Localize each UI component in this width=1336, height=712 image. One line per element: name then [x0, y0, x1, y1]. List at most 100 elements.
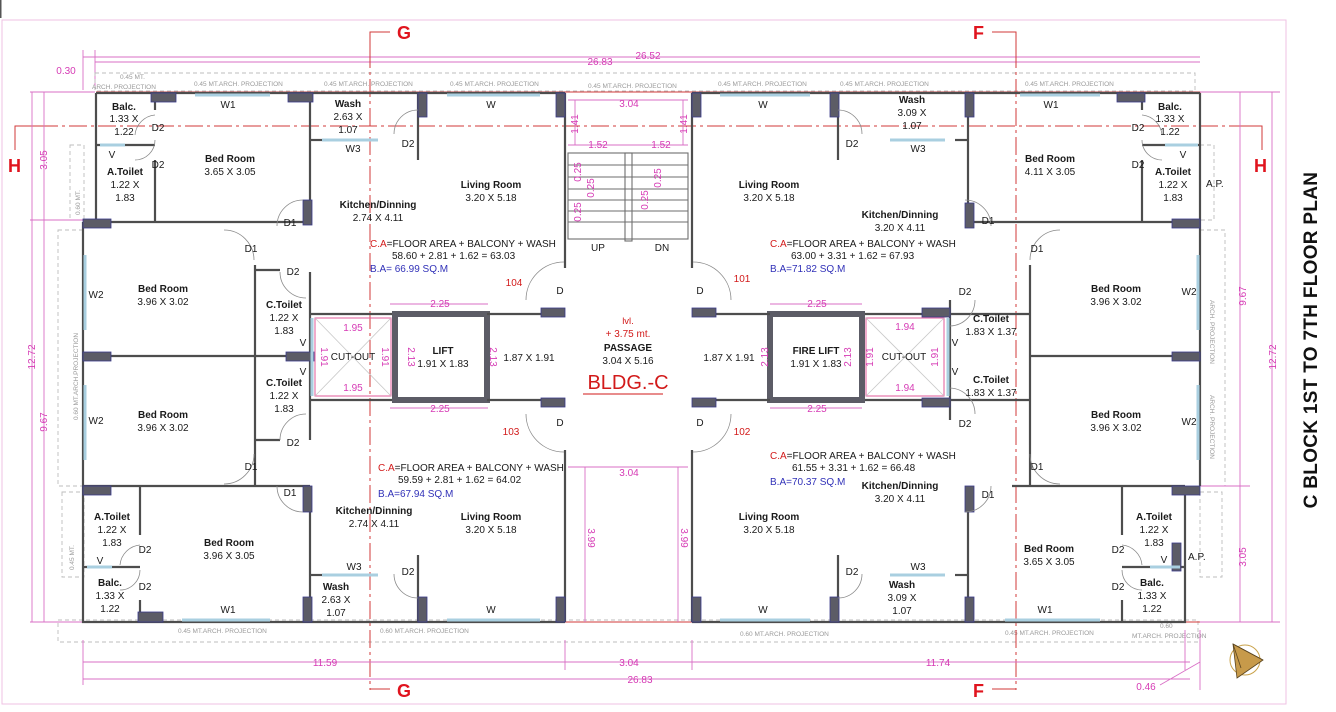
svg-text:1.83: 1.83 — [274, 404, 294, 415]
proj-label: ARCH. PROJECTION — [1208, 300, 1215, 364]
svg-text:D1: D1 — [245, 244, 258, 255]
opening-labels: W1 W W W1 W3 W3 V V D2 D2 D2 D2 D2 D2 D1… — [89, 100, 1197, 616]
svg-text:W2: W2 — [1182, 287, 1197, 298]
svg-text:W: W — [486, 605, 496, 616]
svg-text:2.63 X: 2.63 X — [322, 595, 351, 606]
cutout-left-width: 1.95 — [343, 323, 363, 334]
flat-number-104: 104 — [506, 278, 523, 289]
proj-label: 0.45 MT. — [69, 545, 76, 570]
stair-tread-dim: 0.25 — [586, 178, 597, 198]
flat-number-102: 102 — [734, 427, 751, 438]
svg-text:3.65 X 3.05: 3.65 X 3.05 — [204, 167, 256, 178]
svg-text:D1: D1 — [982, 216, 995, 227]
dim-left-mid: 9.67 — [39, 412, 50, 432]
svg-text:V: V — [1180, 150, 1187, 161]
section-marker-g-bottom: G — [397, 681, 411, 701]
svg-text:1.83: 1.83 — [102, 538, 122, 549]
svg-text:D2: D2 — [959, 287, 972, 298]
svg-text:Balc.: Balc. — [112, 102, 136, 113]
proj-label: MT.ARCH. PROJECTION — [1132, 633, 1207, 640]
proj-label: 0.45 MT.ARCH. PROJECTION — [840, 81, 929, 88]
svg-text:V: V — [109, 150, 116, 161]
svg-text:3.96 X 3.02: 3.96 X 3.02 — [137, 297, 189, 308]
svg-text:1.83: 1.83 — [274, 326, 294, 337]
svg-text:Living Room: Living Room — [739, 512, 800, 523]
svg-text:3.09 X: 3.09 X — [888, 593, 917, 604]
lift-size: 1.91 X 1.83 — [417, 359, 469, 370]
ba-value: B.A= 66.99 SQ.M — [370, 264, 448, 275]
svg-text:D2: D2 — [846, 139, 859, 150]
svg-text:Balc.: Balc. — [1140, 578, 1164, 589]
svg-text:D2: D2 — [287, 438, 300, 449]
fire-lift-width-dim: 2.25 — [807, 299, 827, 310]
svg-text:A.Toilet: A.Toilet — [107, 167, 144, 178]
lift-depth-dim: 2.13 — [405, 347, 416, 367]
walls — [81, 91, 1202, 624]
proj-label: 0.60 MT.ARCH. PROJECTION — [380, 628, 469, 635]
svg-text:Kitchen/Dinning: Kitchen/Dinning — [862, 210, 939, 221]
cutouts — [314, 303, 945, 409]
svg-text:W1: W1 — [221, 100, 236, 111]
svg-text:D2: D2 — [1112, 545, 1125, 556]
svg-text:3.96 X 3.02: 3.96 X 3.02 — [137, 423, 189, 434]
svg-text:Living Room: Living Room — [461, 180, 522, 191]
drawing-title: C BLOCK 1ST TO 7TH FLOOR PLAN — [1292, 150, 1332, 530]
svg-text:1.07: 1.07 — [902, 121, 922, 132]
sheet-border — [1, 19, 1287, 705]
arch-projections — [57, 72, 1226, 643]
court-depth-dim-right: 3.99 — [678, 528, 689, 548]
stair-landing-left-dim: 1.41 — [570, 114, 581, 134]
svg-text:D1: D1 — [1031, 244, 1044, 255]
svg-text:3.20 X 5.18: 3.20 X 5.18 — [743, 525, 795, 536]
svg-text:1.22 X: 1.22 X — [270, 313, 299, 324]
proj-label: 0.45 MT.ARCH. PROJECTION — [324, 81, 413, 88]
svg-text:D2: D2 — [139, 545, 152, 556]
lift-width-dim: 2.25 — [430, 404, 450, 415]
svg-text:1.22: 1.22 — [1142, 604, 1162, 615]
svg-text:V: V — [300, 338, 307, 349]
svg-text:3.20 X 4.11: 3.20 X 4.11 — [875, 494, 926, 505]
proj-label: 0.60 MT. — [75, 190, 82, 215]
doors — [119, 109, 1163, 599]
cutout-right-height: 1.91 — [930, 347, 941, 367]
proj-label: 0.45 MT.ARCH. PROJECTION — [194, 81, 283, 88]
svg-text:A.Toilet: A.Toilet — [94, 512, 131, 523]
svg-text:1.22 X: 1.22 X — [270, 391, 299, 402]
stair-down-label: DN — [655, 243, 669, 254]
svg-text:V: V — [952, 367, 959, 378]
cutout-right-height: 1.91 — [865, 347, 876, 367]
svg-text:C.Toilet: C.Toilet — [973, 375, 1010, 386]
svg-text:Kitchen/Dinning: Kitchen/Dinning — [340, 200, 417, 211]
ap-label: A.P. — [1188, 552, 1206, 563]
lift-width-dim: 2.25 — [430, 299, 450, 310]
ba-value: B.A=70.37 SQ.M — [770, 477, 845, 488]
fire-lift-size: 1.91 X 1.83 — [790, 359, 842, 370]
passage-size: 3.04 X 5.16 — [602, 356, 654, 367]
ba-value: B.A=67.94 SQ.M — [378, 489, 453, 500]
svg-text:W3: W3 — [347, 562, 362, 573]
svg-text:A.Toilet: A.Toilet — [1136, 512, 1173, 523]
svg-text:W1: W1 — [221, 605, 236, 616]
dim-right-bottom: 3.05 — [1238, 547, 1249, 567]
stair-tread-dim: 0.25 — [640, 190, 651, 210]
svg-text:1.07: 1.07 — [326, 608, 346, 619]
proj-label: 0.60 — [1160, 623, 1173, 630]
flat-104: Balc. 1.33 X 1.22 A.Toilet 1.22 X 1.83 B… — [107, 99, 556, 337]
dim-bottom-right: 11.74 — [926, 658, 951, 669]
section-marker-f-bottom: F — [973, 681, 984, 701]
svg-text:D2: D2 — [959, 419, 972, 430]
ca-label: C.A=FLOOR AREA + BALCONY + WASH — [378, 463, 564, 474]
proj-label: 0.45 MT. — [120, 74, 145, 81]
cutout-right-width: 1.94 — [895, 322, 915, 333]
svg-text:1.33 X: 1.33 X — [1156, 114, 1185, 125]
dim-bottom-center: 3.04 — [619, 658, 639, 669]
svg-text:1.07: 1.07 — [892, 606, 912, 617]
ca-calc: 61.55 + 3.31 + 1.62 = 66.48 — [792, 463, 916, 474]
svg-text:3.20 X 5.18: 3.20 X 5.18 — [743, 193, 795, 204]
svg-text:3.96 X 3.02: 3.96 X 3.02 — [1090, 297, 1142, 308]
court-width-dim: 3.04 — [619, 468, 639, 479]
svg-text:W2: W2 — [89, 416, 104, 427]
svg-text:1.22 X: 1.22 X — [98, 525, 127, 536]
proj-label: 0.45 MT.ARCH. PROJECTION — [450, 81, 539, 88]
svg-text:W: W — [758, 100, 768, 111]
